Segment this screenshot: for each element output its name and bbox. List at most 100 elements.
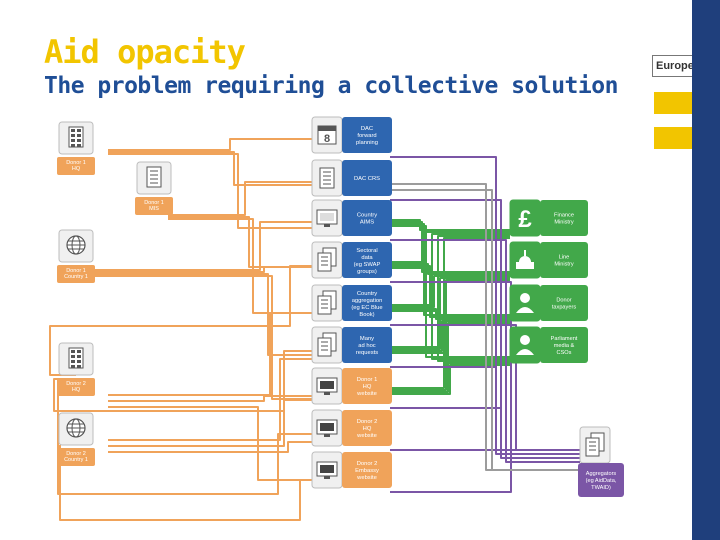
person-icon (516, 293, 534, 313)
user-link-line (390, 235, 510, 348)
monitor-icon (316, 419, 338, 437)
documents-icon (585, 432, 605, 457)
donor2-feed-line (108, 441, 312, 453)
document-icon (146, 166, 162, 188)
globe-icon (66, 235, 86, 255)
user-link-line (390, 364, 510, 395)
donor-feed-line (168, 181, 312, 216)
documents-icon (317, 290, 337, 315)
user-link-line (390, 279, 510, 391)
person-icon (516, 335, 534, 355)
donor2-feed-line (108, 406, 312, 481)
calendar-icon: 8 (317, 125, 337, 145)
user-link-line (390, 277, 510, 350)
donor-feed-line (108, 151, 312, 186)
monitor-icon (316, 461, 338, 479)
donor-feed-line (168, 216, 312, 268)
node-label: DAC CRS (354, 176, 380, 182)
crs-link-line (390, 189, 580, 471)
donor2-feed-line (59, 445, 312, 521)
donor2-feed-line (108, 395, 312, 402)
svg-text:8: 8 (324, 133, 330, 145)
page-subtitle: The problem requiring a collective solut… (44, 73, 618, 99)
documents-icon (317, 247, 337, 272)
donor-feed-line (108, 153, 312, 229)
sidebar-band (692, 0, 720, 540)
brand-stripe (654, 127, 692, 149)
page-title: Aid opacity (44, 33, 246, 71)
user-link-line (390, 308, 510, 320)
brand-stripe (654, 92, 692, 114)
donor-feed-line (76, 266, 312, 273)
connector-lines (49, 138, 580, 521)
user-link-line (390, 320, 510, 352)
user-link-line (390, 310, 510, 362)
aggregator-link-line (390, 407, 580, 459)
donor-feed-line (76, 221, 312, 271)
building-icon (68, 126, 84, 148)
building-icon (68, 347, 84, 369)
user-link-line (390, 352, 510, 364)
list-document-icon (319, 167, 335, 189)
user-link-line (390, 221, 510, 273)
svg-text:£: £ (518, 206, 532, 233)
user-link-line (390, 237, 510, 389)
donor2-feed-line (108, 312, 312, 396)
user-link-line (390, 265, 510, 318)
user-link-line (390, 275, 510, 308)
donor-feed-line (108, 138, 312, 151)
user-link-line (390, 225, 510, 358)
node-aggregators: Aggregators(eg AidData,TWAID) (578, 426, 624, 497)
monitor-icon (316, 377, 338, 395)
globe-icon (66, 418, 86, 438)
donor2-feed-line (49, 265, 312, 376)
user-link-line (390, 223, 510, 316)
donor-feed-line (76, 273, 312, 356)
documents-icon (317, 332, 337, 357)
computer-icon (316, 209, 338, 227)
donor2-feed-line (108, 358, 312, 441)
user-link-line (390, 267, 510, 360)
aggregator-link-line (390, 366, 580, 455)
pound-icon: £ (518, 206, 532, 233)
aggregator-link-line (390, 449, 580, 463)
donor-feed-line (76, 275, 312, 400)
node-label: Aggregators(eg AidData,TWAID) (586, 471, 617, 491)
donor2-feed-line (108, 399, 312, 447)
node-dac-crs: DAC CRS (311, 159, 392, 197)
capitol-icon (516, 250, 534, 269)
